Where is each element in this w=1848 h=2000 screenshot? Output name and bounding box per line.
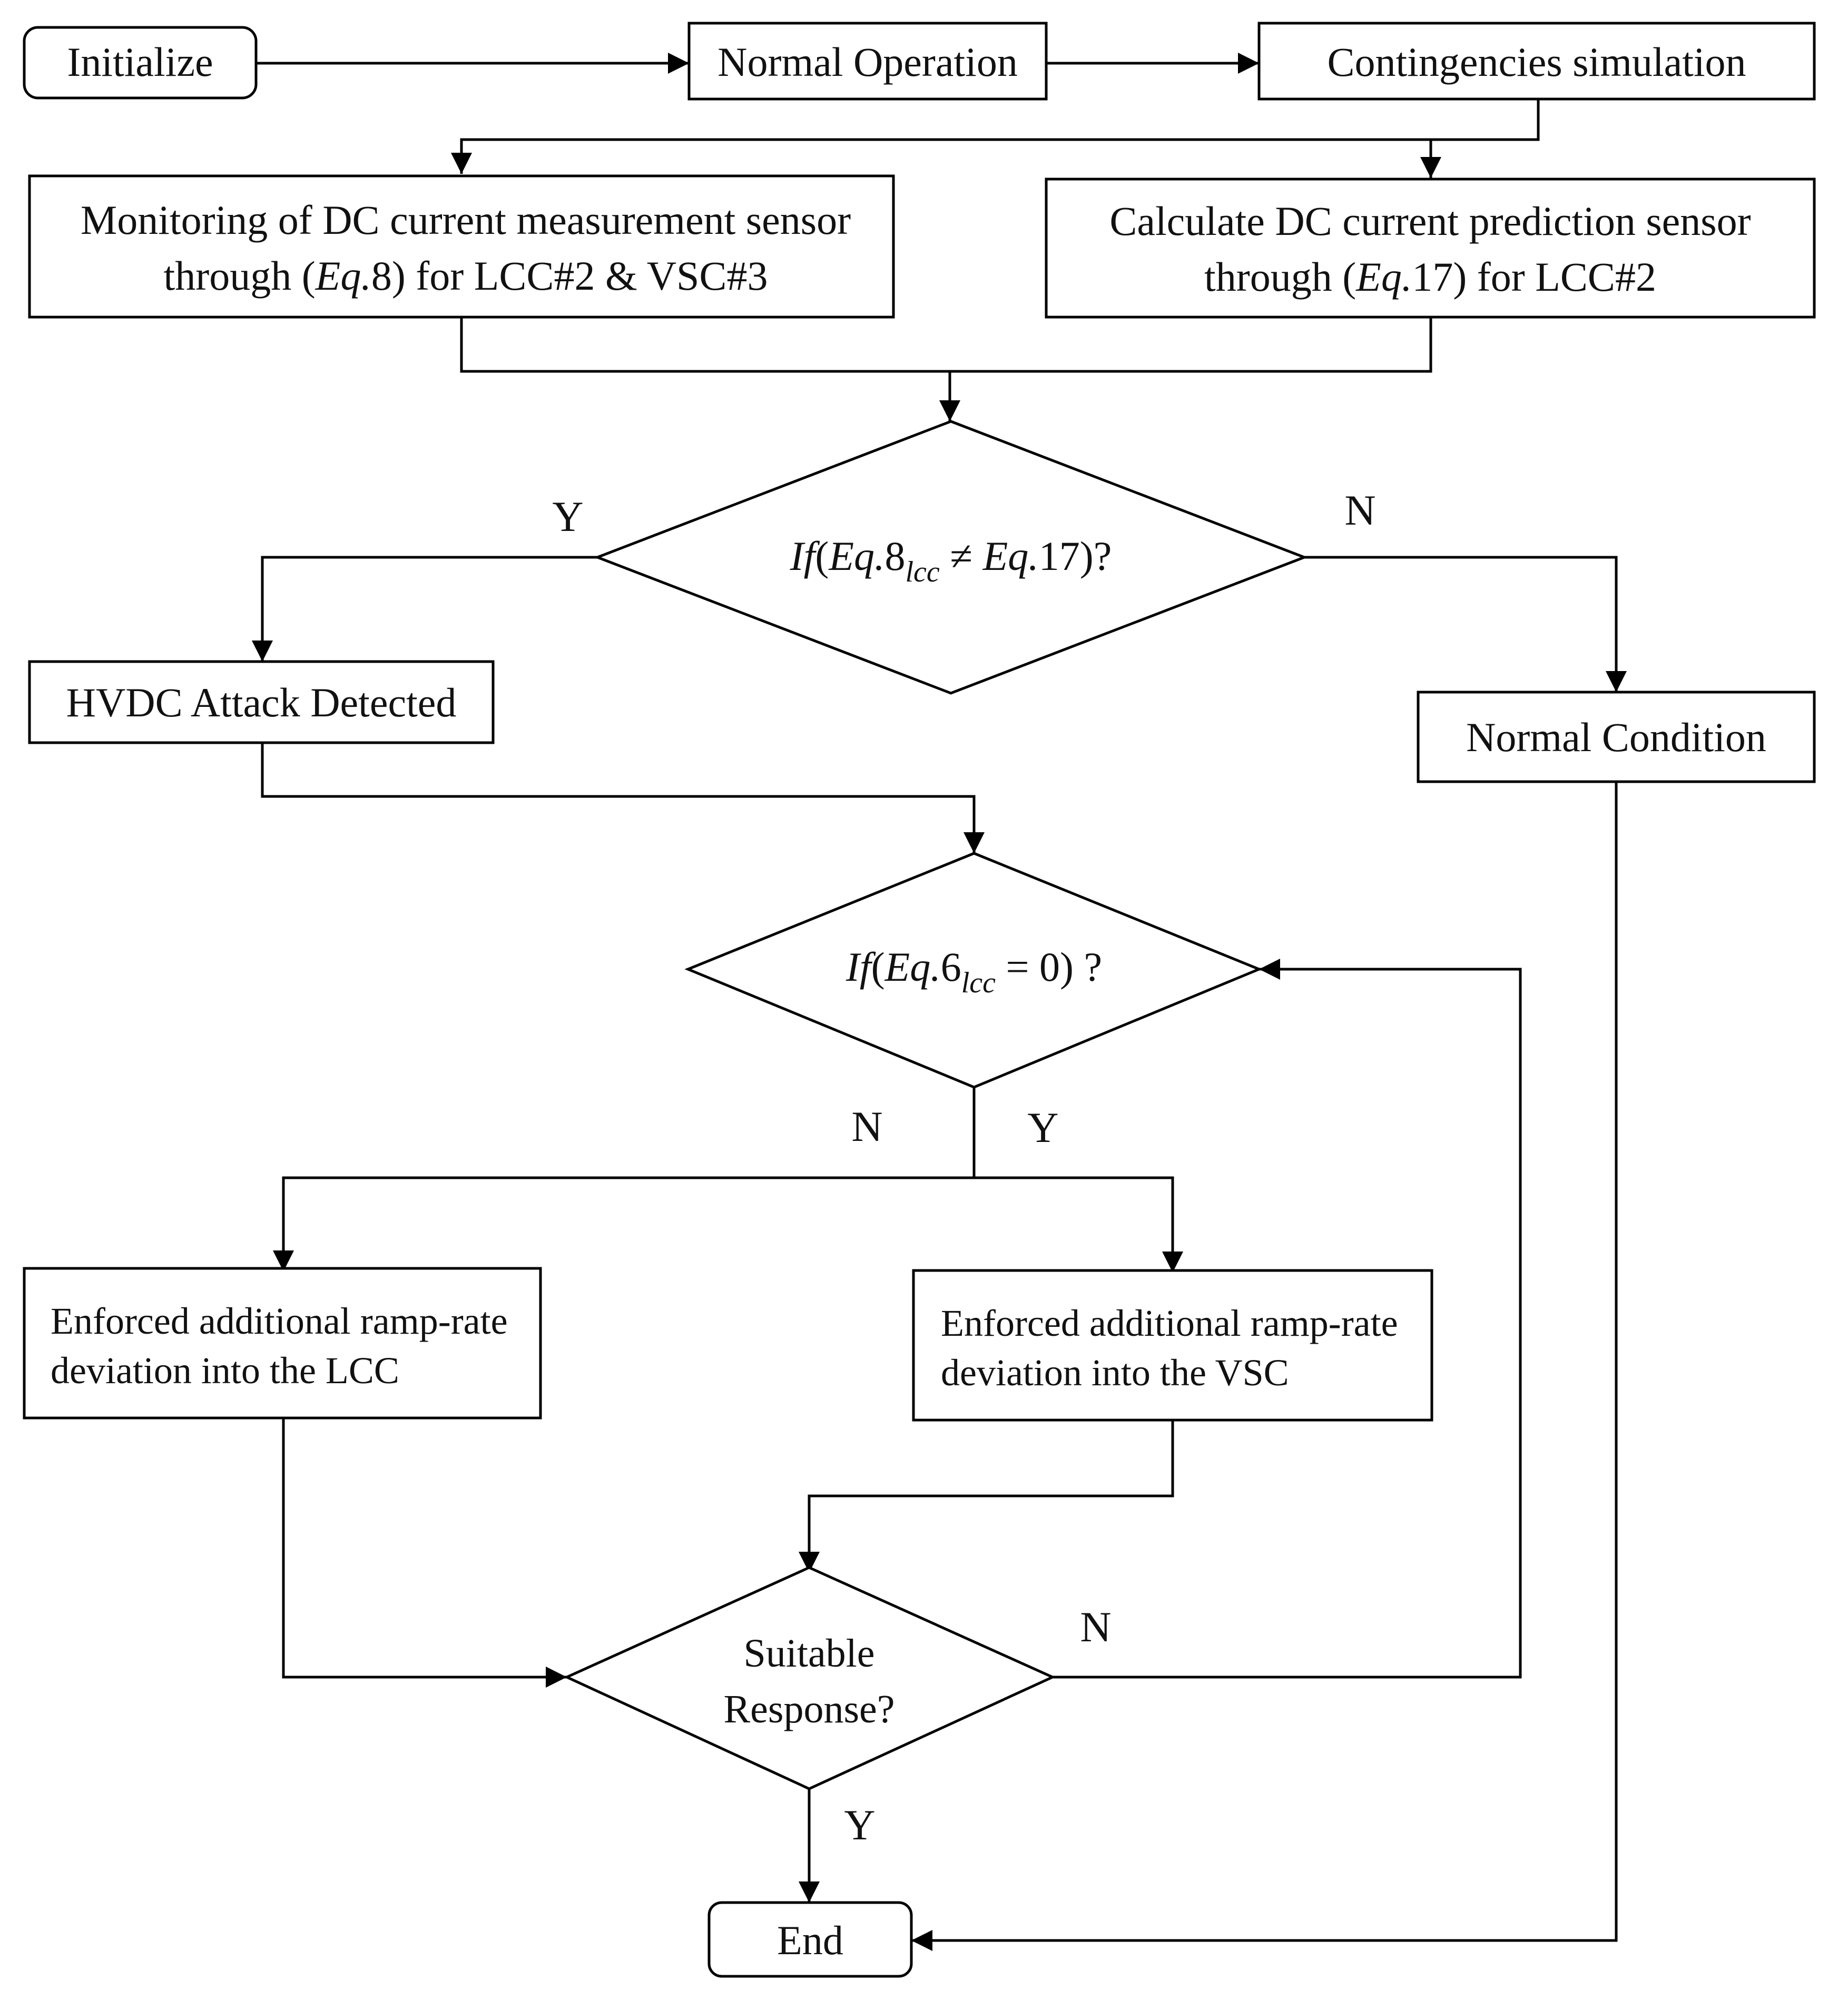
- monitoring-line1: Monitoring of DC current measurement sen…: [81, 197, 851, 243]
- decision1-condition: If(Eq.8lcc ≠ Eq.17)?: [790, 533, 1112, 588]
- edge-decision1-yes: [252, 556, 597, 662]
- suitable-yes-label: Y: [844, 1801, 875, 1849]
- decision2-num: 6: [941, 944, 961, 990]
- edge-ramp-vsc-to-suitable: [799, 1420, 1174, 1573]
- normal-condition-label: Normal Condition: [1466, 714, 1766, 760]
- node-monitoring: Monitoring of DC current measurement sen…: [28, 174, 895, 319]
- ramp-vsc-line1: Enforced additional ramp-rate: [941, 1302, 1398, 1344]
- node-initialize: Initialize: [23, 26, 258, 100]
- node-normal-operation: Normal Operation: [687, 22, 1048, 101]
- edge-normal-condition-to-end: [911, 782, 1618, 1951]
- attack-detected-label: HVDC Attack Detected: [66, 679, 457, 725]
- suitable-line2: Response?: [723, 1687, 894, 1731]
- monitoring-line2: through (Eq.8) for LCC#2 & VSC#3: [164, 253, 768, 299]
- ramp-lcc-line1: Enforced additional ramp-rate: [51, 1300, 508, 1342]
- decision1-neq: ≠: [940, 533, 983, 579]
- calculate-line2-post: 17) for LCC#2: [1412, 254, 1656, 300]
- node-end: End: [707, 1901, 913, 1978]
- decision2-no-label: N: [851, 1102, 882, 1150]
- contingencies-label: Contingencies simulation: [1327, 39, 1746, 85]
- connectors: [252, 53, 1627, 1951]
- node-normal-condition: Normal Condition: [1417, 691, 1816, 783]
- monitoring-line2-eq: Eq.: [315, 253, 371, 299]
- decision1-yes-label: Y: [552, 492, 583, 540]
- decision1-rest: 17)?: [1039, 533, 1112, 579]
- decision1-eq-b: Eq.: [982, 533, 1039, 579]
- edge-decision2-yes: [974, 1176, 1183, 1273]
- edge-ramp-lcc-to-suitable: [282, 1418, 567, 1688]
- node-calculate: Calculate DC current prediction sensor t…: [1045, 178, 1816, 319]
- edge-attack-to-decision2: [261, 743, 985, 853]
- normal-operation-label: Normal Operation: [717, 39, 1018, 85]
- decision2-sub: lcc: [961, 967, 996, 999]
- node-ramp-rate-vsc: Enforced additional ramp-rate deviation …: [912, 1269, 1433, 1422]
- decision2-condition: If(Eq.6lcc = 0) ?: [846, 944, 1102, 999]
- calculate-line2-eq: Eq.: [1355, 254, 1412, 300]
- decision2-rest: = 0) ?: [996, 944, 1102, 990]
- edge-contingencies-split-left: [451, 100, 1540, 174]
- node-decision-suitable-response: Suitable Response?: [563, 1566, 1056, 1790]
- decision2-open: (: [871, 944, 885, 990]
- calculate-line2-pre: through (: [1204, 254, 1356, 300]
- decision1-open: (: [815, 533, 829, 579]
- ramp-vsc-line2: deviation into the VSC: [941, 1352, 1289, 1394]
- monitoring-line2-post: 8) for LCC#2 & VSC#3: [371, 253, 768, 299]
- calculate-line2: through (Eq.17) for LCC#2: [1204, 254, 1656, 300]
- initialize-label: Initialize: [67, 39, 213, 85]
- suitable-no-label: N: [1080, 1603, 1111, 1651]
- edge-suitable-no-loop: [1053, 959, 1522, 1679]
- node-hvdc-attack-detected: HVDC Attack Detected: [28, 660, 495, 744]
- ramp-lcc-line2: deviation into the LCC: [51, 1349, 399, 1392]
- edge-decision1-no: [1303, 556, 1627, 692]
- node-contingencies-simulation: Contingencies simulation: [1257, 22, 1816, 101]
- edge-monitoring-join: [460, 317, 1432, 373]
- node-ramp-rate-lcc: Enforced additional ramp-rate deviation …: [23, 1267, 542, 1420]
- decision2-yes-label: Y: [1027, 1104, 1058, 1151]
- decision1-no-label: N: [1344, 486, 1375, 534]
- decision2-if: If: [846, 944, 876, 990]
- calculate-line1: Calculate DC current prediction sensor: [1109, 198, 1751, 244]
- node-decision-eq6: If(Eq.6lcc = 0) ?: [684, 852, 1263, 1089]
- decision1-sub: lcc: [905, 556, 939, 588]
- end-label: End: [777, 1917, 843, 1963]
- decision1-eq-a: Eq.: [828, 533, 884, 579]
- edge-decision2-split: [273, 1087, 976, 1272]
- decision1-if: If: [790, 533, 820, 579]
- node-decision-eq8-vs-eq17: If(Eq.8lcc ≠ Eq.17)?: [594, 420, 1308, 695]
- decision1-num-a: 8: [884, 533, 905, 579]
- suitable-line1: Suitable: [743, 1631, 874, 1676]
- branch-labels: Y N N Y N Y: [552, 486, 1375, 1849]
- monitoring-line2-pre: through (: [164, 253, 316, 299]
- decision2-eq: Eq.: [884, 944, 941, 990]
